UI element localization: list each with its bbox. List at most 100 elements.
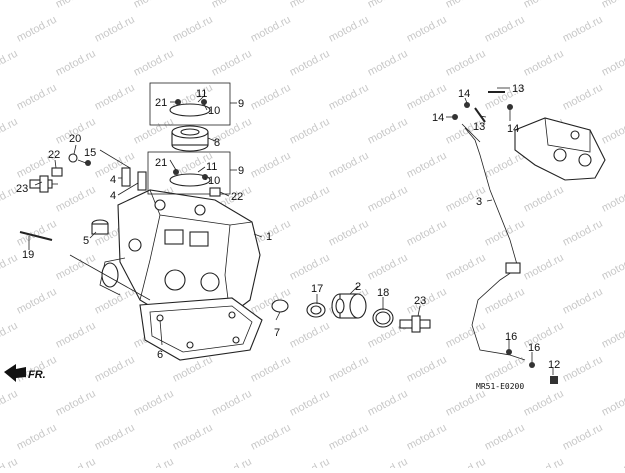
callout-1: 1	[266, 231, 272, 243]
watermark-text: motod.ru	[249, 286, 293, 317]
group-box-9-upper	[149, 82, 231, 126]
callout-18: 18	[377, 287, 389, 299]
watermark-text: motod.ru	[210, 48, 254, 79]
callout-11a: 11	[196, 88, 207, 100]
oil-bolt	[91, 219, 109, 235]
callout-5: 5	[83, 235, 89, 247]
watermark-text: motod.ru	[0, 116, 20, 147]
watermark-text: motod.ru	[405, 14, 449, 45]
watermark-text: motod.ru	[288, 184, 332, 215]
callout-17: 17	[311, 283, 323, 295]
callout-14b: 14	[432, 112, 444, 124]
watermark-text: motod.ru	[15, 14, 59, 45]
watermark-text: motod.ru	[249, 354, 293, 385]
watermark-text: motod.ru	[522, 456, 566, 468]
callout-4b: 4	[110, 190, 116, 202]
cam-holder-upper	[169, 99, 211, 117]
watermark-text: motod.ru	[288, 116, 332, 147]
callout-6: 6	[157, 349, 163, 361]
callout-16b: 16	[528, 342, 540, 354]
watermark-text: motod.ru	[600, 116, 625, 147]
washer-16a	[506, 349, 512, 355]
front-direction-arrow	[4, 364, 26, 382]
watermark-text: motod.ru	[600, 252, 625, 283]
watermark-text: motod.ru	[288, 0, 332, 11]
callout-7: 7	[274, 327, 280, 339]
watermark-text: motod.ru	[288, 320, 332, 351]
watermark-text: motod.ru	[288, 252, 332, 283]
watermark-text: motod.ru	[54, 0, 98, 11]
watermark-text: motod.ru	[15, 422, 59, 453]
watermark-text: motod.ru	[288, 48, 332, 79]
watermark-text: motod.ru	[327, 150, 371, 181]
watermark-text: motod.ru	[327, 422, 371, 453]
o-ring-17	[306, 302, 326, 318]
cap-22	[51, 167, 63, 177]
watermark-text: motod.ru	[0, 456, 20, 468]
washer-20	[68, 153, 78, 163]
callout-11b: 11	[206, 161, 217, 173]
watermark-text: motod.ru	[483, 218, 527, 249]
watermark-text: motod.ru	[444, 0, 488, 11]
watermark-text: motod.ru	[444, 456, 488, 468]
watermark-text: motod.ru	[54, 320, 98, 351]
watermark-text: motod.ru	[327, 14, 371, 45]
callout-10a: 10	[208, 105, 220, 117]
watermark-text: motod.ru	[93, 82, 137, 113]
watermark-text: motod.ru	[600, 184, 625, 215]
watermark-text: motod.ru	[561, 422, 605, 453]
callout-23a: 23	[16, 183, 28, 195]
cam-sprocket-upper	[171, 125, 209, 152]
watermark-text: motod.ru	[405, 422, 449, 453]
watermark-text: motod.ru	[210, 456, 254, 468]
nut-12	[550, 376, 558, 384]
bolt-13b	[474, 107, 486, 123]
watermark-text: motod.ru	[483, 422, 527, 453]
callouts: 1 2 3 4 4 5 6 7 8 9 9 10 10 11 11 12 13 …	[16, 83, 560, 391]
watermark-text: motod.ru	[444, 388, 488, 419]
watermark-text: motod.ru	[366, 252, 410, 283]
head-gasket	[139, 297, 263, 361]
watermark-text: motod.ru	[249, 14, 293, 45]
watermark-text: motod.ru	[0, 388, 20, 419]
watermark-text: motod.ru	[522, 252, 566, 283]
watermark-text: motod.ru	[15, 286, 59, 317]
callout-22b: 22	[231, 191, 243, 203]
watermark-text: motod.ru	[132, 116, 176, 147]
washer-14c	[507, 104, 513, 110]
watermark-text: motod.ru	[93, 354, 137, 385]
watermark-text: motod.ru	[483, 286, 527, 317]
watermark-text: motod.ru	[366, 0, 410, 11]
watermark-text: motod.ru	[444, 320, 488, 351]
watermark-text: motod.ru	[522, 0, 566, 11]
callout-8: 8	[214, 137, 220, 149]
watermark-text: motod.ru	[0, 0, 20, 11]
bolt-15	[85, 160, 91, 166]
watermark-text: motod.ru	[249, 150, 293, 181]
callout-14a: 14	[458, 88, 470, 100]
watermark-text: motod.ru	[0, 252, 20, 283]
watermark-text: motod.ru	[483, 14, 527, 45]
callout-9a: 9	[238, 98, 244, 110]
watermark-text: motod.ru	[132, 0, 176, 11]
direction-label: FR.	[28, 369, 46, 381]
watermark-text: motod.ru	[600, 48, 625, 79]
watermark-text: motod.ru	[288, 388, 332, 419]
callout-14c: 14	[507, 123, 519, 135]
callout-13b: 13	[473, 121, 485, 133]
washer-16b	[529, 362, 535, 368]
callout-10b: 10	[208, 175, 220, 187]
watermark-text: motod.ru	[54, 184, 98, 215]
callout-22a: 22	[48, 149, 60, 161]
watermark-text: motod.ru	[288, 456, 332, 468]
watermark-text: motod.ru	[522, 184, 566, 215]
watermark-text: motod.ru	[405, 354, 449, 385]
watermark-text: motod.ru	[561, 82, 605, 113]
watermark-text: motod.ru	[132, 48, 176, 79]
watermark-text: motod.ru	[327, 82, 371, 113]
watermark-text: motod.ru	[366, 388, 410, 419]
callout-19: 19	[22, 249, 34, 261]
watermark-text: motod.ru	[210, 388, 254, 419]
